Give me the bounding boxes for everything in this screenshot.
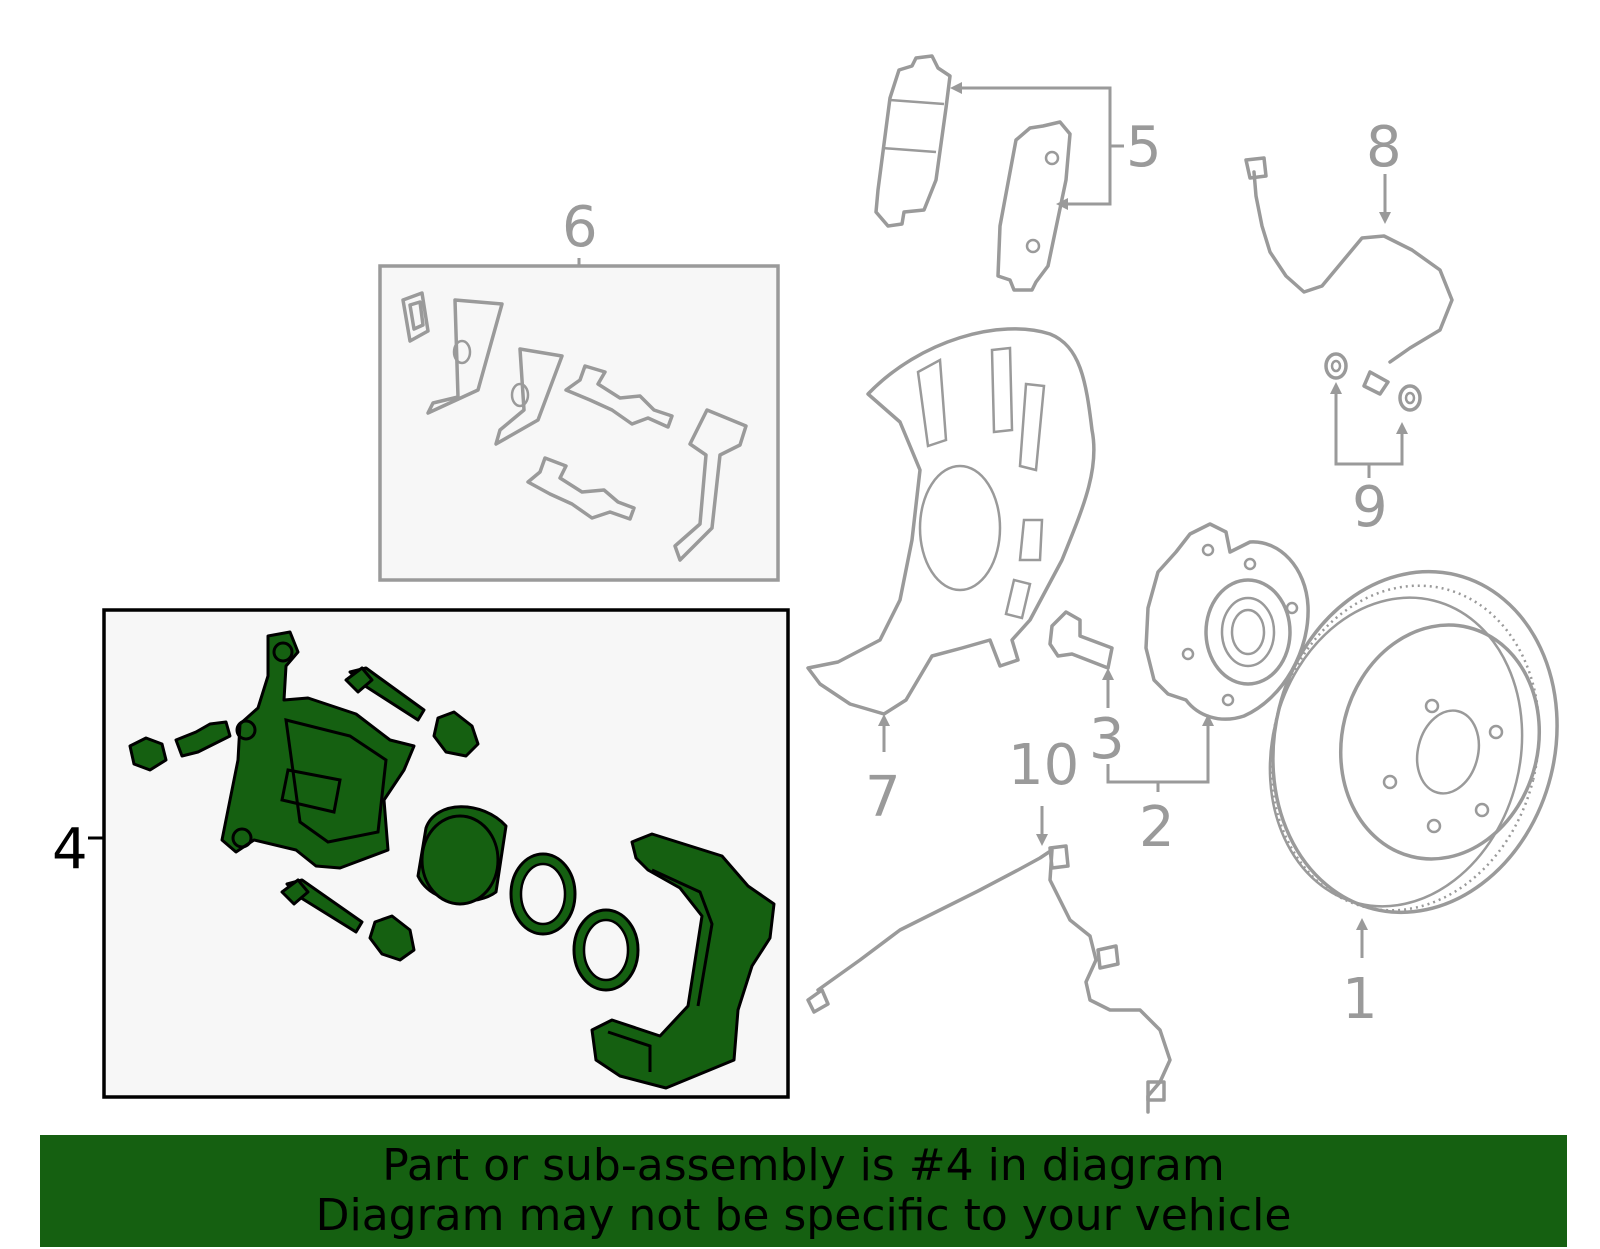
callout-10: 10	[1008, 733, 1079, 798]
brake-rotor[interactable]	[1237, 541, 1592, 958]
piston-seal	[509, 852, 577, 936]
callout-7: 7	[865, 765, 901, 830]
pin-boot-upper	[432, 710, 480, 758]
pin-boot-lower	[368, 914, 416, 962]
caliper-assembly-box[interactable]	[88, 608, 790, 1099]
brake-pads[interactable]	[874, 54, 1124, 292]
callout-2: 2	[1139, 795, 1175, 860]
sealing-washers[interactable]	[1324, 352, 1422, 478]
bleeder-screw-right	[174, 720, 232, 758]
bleeder-screw-left	[128, 736, 168, 772]
piston-boot	[572, 908, 640, 992]
caliper-housing	[220, 630, 416, 870]
callout-9: 9	[1352, 475, 1388, 540]
dust-shield[interactable]	[806, 327, 1096, 752]
hardware-kit-box[interactable]	[378, 258, 780, 582]
callout-8: 8	[1366, 115, 1402, 180]
callout-3: 3	[1089, 707, 1125, 772]
caliper-bracket	[590, 832, 776, 1090]
caliper-piston	[416, 805, 508, 906]
banner-line-2: Diagram may not be specific to your vehi…	[315, 1190, 1292, 1241]
wheel-hub[interactable]	[1106, 522, 1310, 792]
callout-5: 5	[1126, 115, 1162, 180]
brake-hose[interactable]	[1244, 156, 1454, 396]
info-banner: Part or sub-assembly is #4 in diagram Di…	[40, 1135, 1567, 1247]
callout-1: 1	[1342, 967, 1378, 1032]
callout-4: 4	[52, 817, 88, 882]
wheel-stud[interactable]	[1048, 610, 1114, 708]
abs-sensor[interactable]	[806, 806, 1172, 1114]
callout-6: 6	[562, 195, 598, 260]
banner-line-1: Part or sub-assembly is #4 in diagram	[382, 1140, 1225, 1191]
